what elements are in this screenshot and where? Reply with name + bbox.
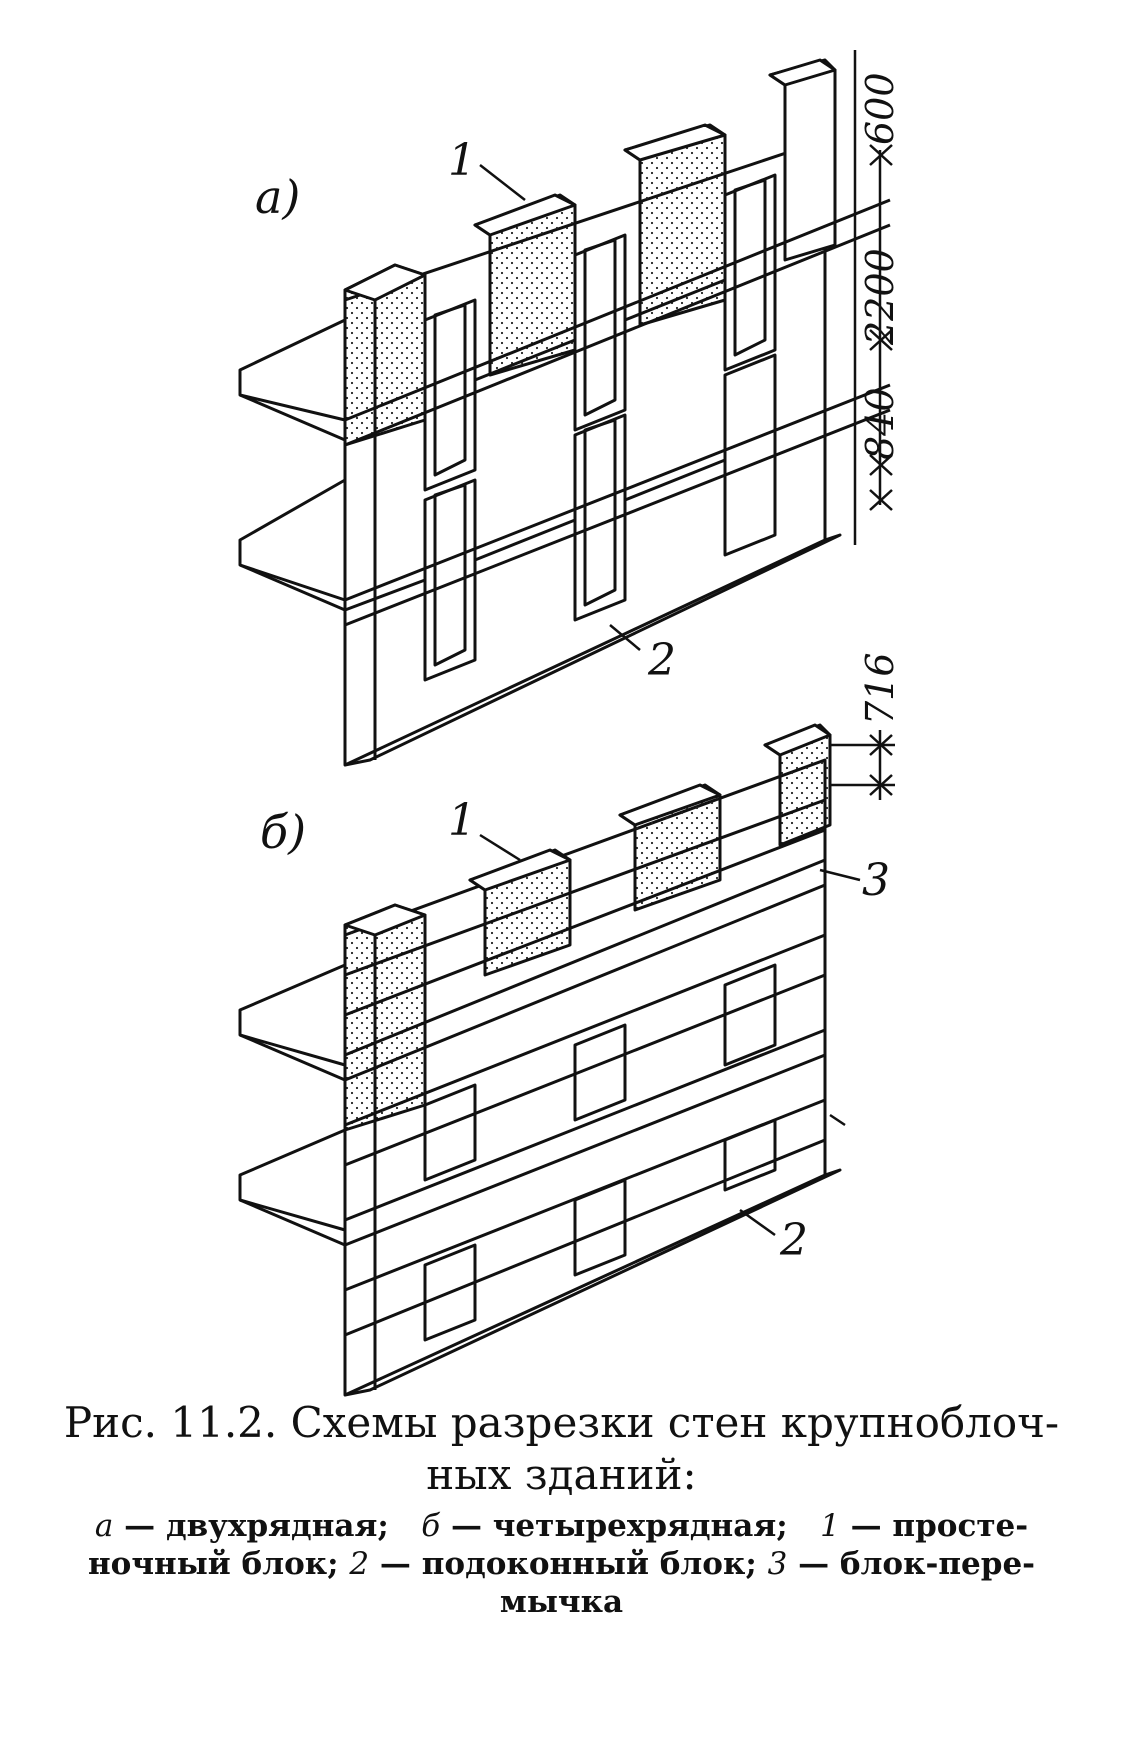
legend-text: — подоконный блок; — [369, 1546, 768, 1582]
legend-text: — просте- — [839, 1508, 1029, 1544]
leader-line — [479, 164, 526, 201]
leader-line — [609, 624, 641, 651]
panel-a-drawing — [238, 58, 891, 767]
dimension-text: 840 — [858, 387, 902, 460]
pier-block — [473, 193, 577, 377]
window-opening — [723, 353, 777, 557]
dimension-text: 716 — [858, 652, 902, 725]
floor-slab — [238, 478, 347, 612]
window-opening — [423, 1083, 477, 1182]
legend-text: — четырехрядная; — [440, 1508, 788, 1544]
dimension-line-a — [853, 50, 893, 545]
legend-line: мычка — [499, 1584, 624, 1620]
window-opening — [723, 1118, 777, 1192]
caption-title-line: Рис. 11.2. Схемы разрезки стен крупнобло… — [63, 1398, 1060, 1447]
legend-key: а — [94, 1508, 114, 1544]
window-opening — [573, 1178, 627, 1277]
callout-number: 2 — [648, 635, 676, 686]
pier-block — [343, 903, 427, 1390]
figure-caption-title: Рис. 11.2. Схемы разрезки стен крупнобло… — [0, 1397, 1123, 1501]
floor-slab — [238, 1128, 347, 1247]
panel-b-drawing — [238, 723, 842, 1397]
legend-text: — двухрядная; — [113, 1508, 389, 1544]
legend-key: 2 — [349, 1546, 370, 1582]
leader-line — [739, 1208, 776, 1237]
legend-key: 3 — [767, 1546, 788, 1582]
window-opening — [723, 173, 777, 372]
legend-text: — блок-пере- — [787, 1546, 1036, 1582]
window-opening — [423, 298, 477, 492]
callout-number: 3 — [862, 855, 890, 906]
window-opening — [573, 413, 627, 622]
leader-line — [819, 868, 861, 882]
dimension-line-b — [829, 730, 895, 1127]
figure-caption-legend: а — двухрядная; б — четырехрядная; 1 — п… — [0, 1507, 1123, 1621]
panel-b-label: б) — [260, 805, 307, 859]
legend-key: б — [421, 1508, 441, 1544]
callout-number: 2 — [780, 1215, 808, 1266]
panel-a-label: а) — [255, 170, 301, 224]
floor-slab — [238, 963, 347, 1082]
window-opening — [573, 1023, 627, 1122]
floor-slab — [238, 318, 347, 442]
window-opening — [423, 478, 477, 682]
dimension-text: 2200 — [858, 248, 902, 345]
leader-line — [479, 833, 521, 862]
legend-line: а — двухрядная; б — четырехрядная; 1 — п… — [0, 1507, 1123, 1545]
callout-number: 1 — [448, 795, 476, 846]
legend-key: 1 — [820, 1508, 840, 1544]
caption-title-line: ных зданий: — [426, 1450, 697, 1499]
dimension-text: 600 — [858, 72, 902, 145]
window-opening — [573, 233, 627, 432]
pier-block — [768, 58, 837, 262]
window-opening — [423, 1243, 477, 1342]
legend-text: ночный блок; — [87, 1546, 350, 1582]
window-opening — [723, 963, 777, 1067]
callout-number: 1 — [448, 135, 476, 186]
legend-line: ночный блок; 2 — подоконный блок; 3 — бл… — [0, 1545, 1123, 1583]
pier-block — [623, 123, 727, 327]
